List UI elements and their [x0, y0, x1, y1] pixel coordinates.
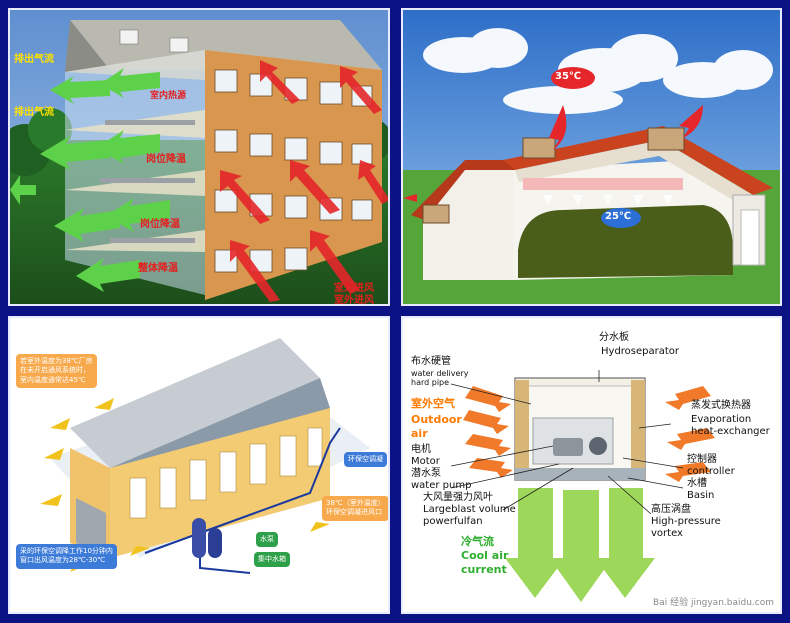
note-right-line-2: 环保空调凝进风口 [326, 508, 382, 517]
label-distributor-cn: 分水板 [599, 332, 629, 343]
label-pipe-cn: 布水硬管 [411, 356, 451, 367]
label-cool-en-2: current [461, 563, 507, 576]
note-bottom-line-1: 采的环保空调降工作10分钟内 [20, 547, 113, 555]
label-distributor-en: Hydroseparator [601, 346, 680, 357]
label-evap-en-1: Evaporation [691, 414, 752, 425]
label-motor-cn: 电机 [411, 444, 431, 455]
label-pipe-en-1: water delivery [411, 369, 469, 378]
note-right-line-1: 38℃（室外温度） [326, 499, 385, 507]
panel-building-airflow: 排出气流 排出气流 室内热源 岗位降温 岗位降温 整体降温 室外进风 室外进风 [8, 8, 390, 306]
label-outdoor-en-1: Outdoor [411, 413, 462, 426]
note-bottom-line-2: 窗口出风温度为28℃-30℃ [20, 556, 106, 565]
note-bottom: 采的环保空调降工作10分钟内 窗口出风温度为28℃-30℃ [16, 544, 117, 569]
building-illustration [10, 10, 388, 304]
note-top-line-1: 若室外温度为38℃厂房 [20, 357, 93, 365]
label-spot-cool-1: 岗位降温 [146, 154, 186, 165]
label-outdoor-cn: 室外空气 [411, 397, 455, 410]
label-motor-en: Motor [411, 456, 440, 467]
tag-collect-tank: 集中水箱 [254, 552, 290, 568]
cooler-illustration [403, 318, 780, 612]
note-top-line-2: 在未开启通风系统时， [20, 366, 90, 375]
label-evap-cn: 蒸发式换热器 [691, 400, 751, 411]
label-controller-cn: 控制器 [687, 454, 717, 465]
house-illustration [403, 10, 780, 304]
label-whole-cool: 整体降温 [138, 263, 178, 274]
label-exhaust-mid: 排出气流 [14, 107, 54, 118]
label-outdoor-en-2: air [411, 427, 428, 440]
note-right: 38℃（室外温度） 环保空调凝进风口 [322, 496, 388, 521]
panel-house-section: 35℃ 25℃ [401, 8, 782, 306]
tag-cooler: 环保空调凝 [344, 452, 387, 468]
temp-outside: 35℃ [555, 71, 582, 82]
label-outdoor-air-1: 室外进风 [334, 283, 374, 294]
label-exhaust-top: 排出气流 [14, 54, 54, 65]
temp-inside: 25℃ [605, 211, 632, 222]
label-vortex-cn: 高压涡盘 [651, 504, 691, 515]
watermark: Bai 经验 jingyan.baidu.com [653, 598, 774, 608]
label-cool-en-1: Cool air [461, 549, 509, 562]
label-fan-cn: 大风量强力风叶 [423, 492, 493, 503]
label-pump-cn: 潜水泵 [411, 468, 441, 479]
panel-factory: 若室外温度为38℃厂房 在未开启通风系统时， 室内温度通常达45℃ 采的环保空调… [8, 316, 390, 614]
label-fan-en-1: Largeblast volume [423, 504, 516, 515]
label-fan-en-2: powerfulfan [423, 516, 483, 527]
label-vortex-en-2: vortex [651, 528, 683, 539]
note-top-line-3: 室内温度通常达45℃ [20, 375, 86, 384]
label-spot-cool-2: 岗位降温 [140, 219, 180, 230]
note-top: 若室外温度为38℃厂房 在未开启通风系统时， 室内温度通常达45℃ [16, 354, 97, 389]
label-vortex-en-1: High-pressure [651, 516, 721, 527]
label-evap-en-2: heat-exchanger [691, 426, 770, 437]
label-cool-cn: 冷气流 [461, 535, 494, 548]
label-pump-en: water pump [411, 480, 472, 491]
label-outdoor-air-2: 室外进风 [334, 295, 374, 306]
tag-water-pump: 水泵 [256, 532, 278, 548]
label-indoor-heat: 室内热源 [150, 91, 187, 101]
label-basin-en: Basin [687, 490, 715, 501]
label-controller-en: controller [687, 466, 735, 477]
label-pipe-en-2: hard pipe [411, 378, 450, 387]
panel-cooler-schematic: 分水板 Hydroseparator 布水硬管 water delivery h… [401, 316, 782, 614]
label-basin-cn: 水槽 [687, 478, 707, 489]
